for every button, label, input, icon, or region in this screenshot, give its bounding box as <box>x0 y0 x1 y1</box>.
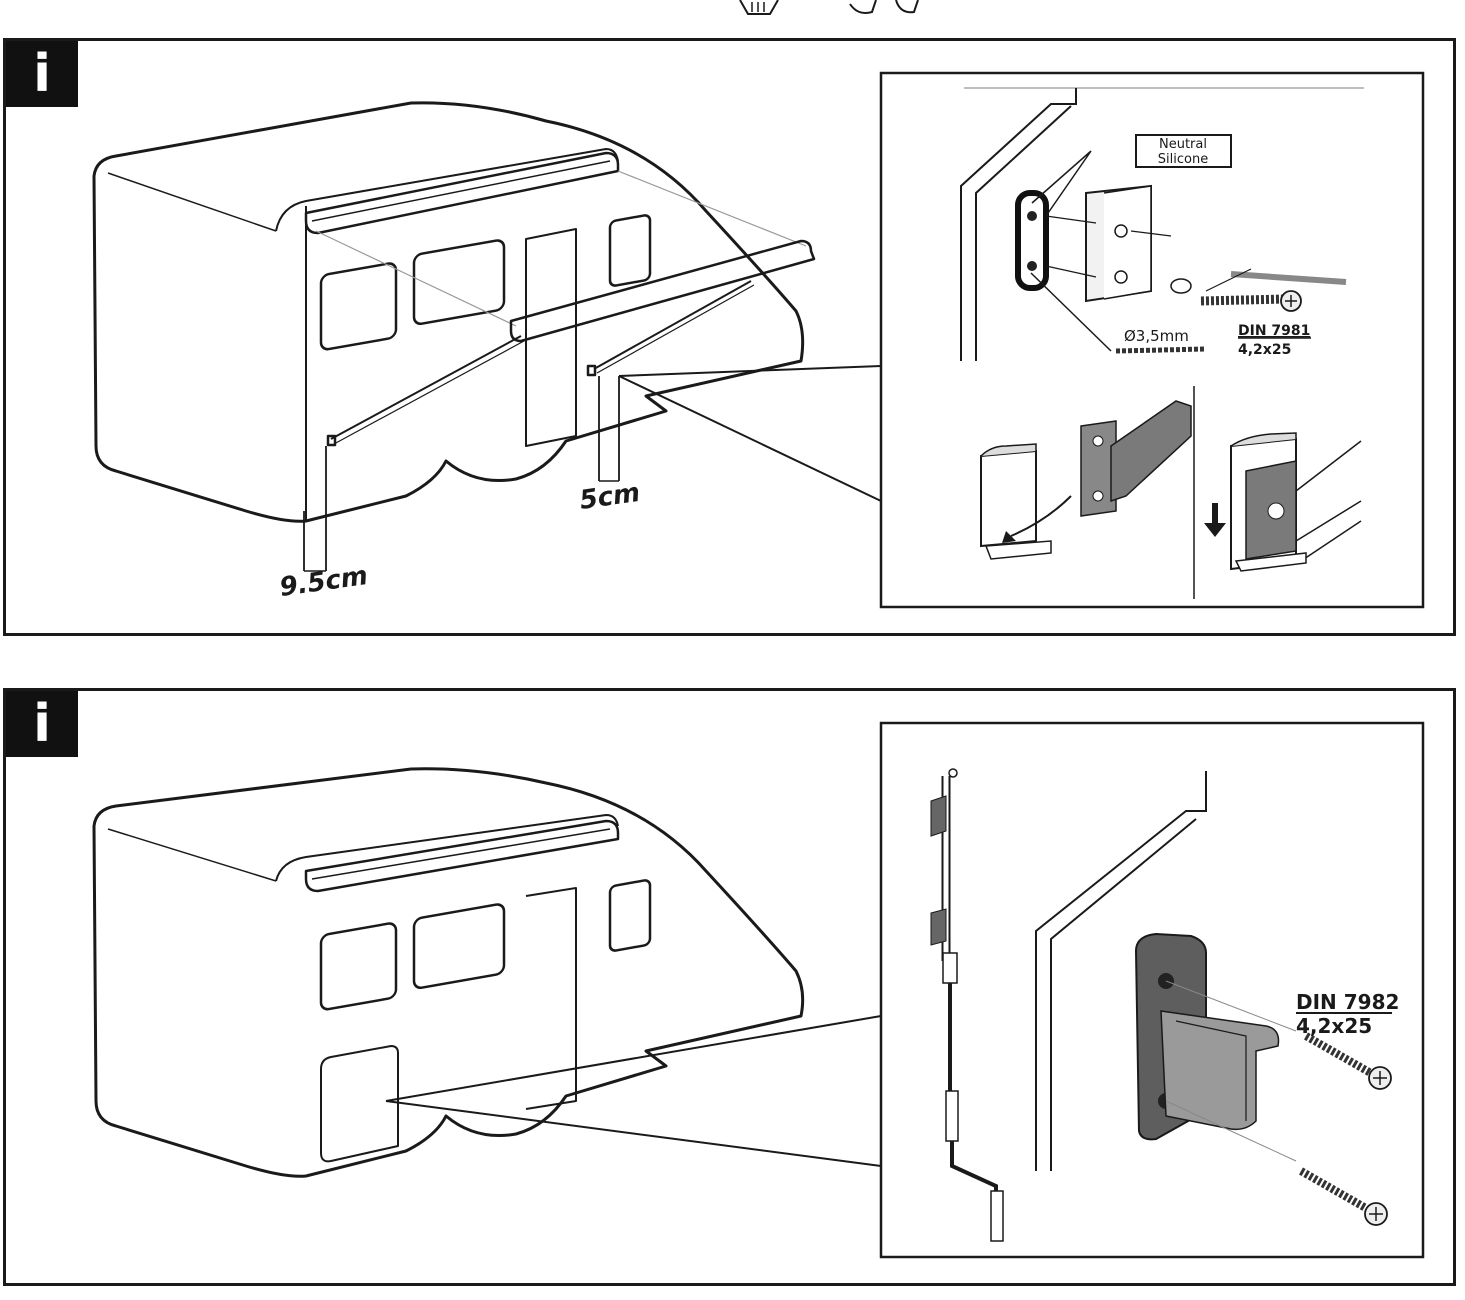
info-icon: i <box>6 41 78 107</box>
dimension-label-9-5cm: 9.5cm <box>278 561 370 603</box>
screw-standard-label: DIN 7981 <box>1238 323 1310 339</box>
dimension-label-5cm: 5cm <box>578 478 642 516</box>
instruction-panel-2: i <box>3 688 1456 1286</box>
screw-icon <box>1165 980 1392 1090</box>
panel-1-artwork: 9.5cm 5cm Neutral Silicone <box>92 71 1425 609</box>
screw-icon <box>1165 1100 1388 1226</box>
caravan-awning-illustration <box>92 101 882 572</box>
caravan-closed-illustration <box>92 767 882 1178</box>
bracket-detail-illustration: Neutral Silicone Ø3,5mm DIN 7981 4,2x25 <box>879 71 1425 609</box>
screw-size-label: 4,2x25 <box>1296 1014 1372 1038</box>
drill-size-label: Ø3,5mm <box>1124 327 1189 345</box>
silicone-label-line1: Neutral <box>1159 137 1207 152</box>
screw-standard-label: DIN 7982 <box>1296 990 1399 1014</box>
instruction-panel-1: i <box>3 38 1456 636</box>
arrow-down-icon <box>1204 503 1226 537</box>
previous-illustration-fragment <box>739 0 919 15</box>
info-icon: i <box>6 691 78 757</box>
screw-size-label: 4,2x25 <box>1238 342 1291 358</box>
silicone-label-line2: Silicone <box>1158 152 1208 167</box>
crank-handle-clip-illustration: DIN 7982 4,2x25 <box>879 721 1425 1259</box>
panel-2-artwork: DIN 7982 4,2x25 <box>92 721 1425 1259</box>
